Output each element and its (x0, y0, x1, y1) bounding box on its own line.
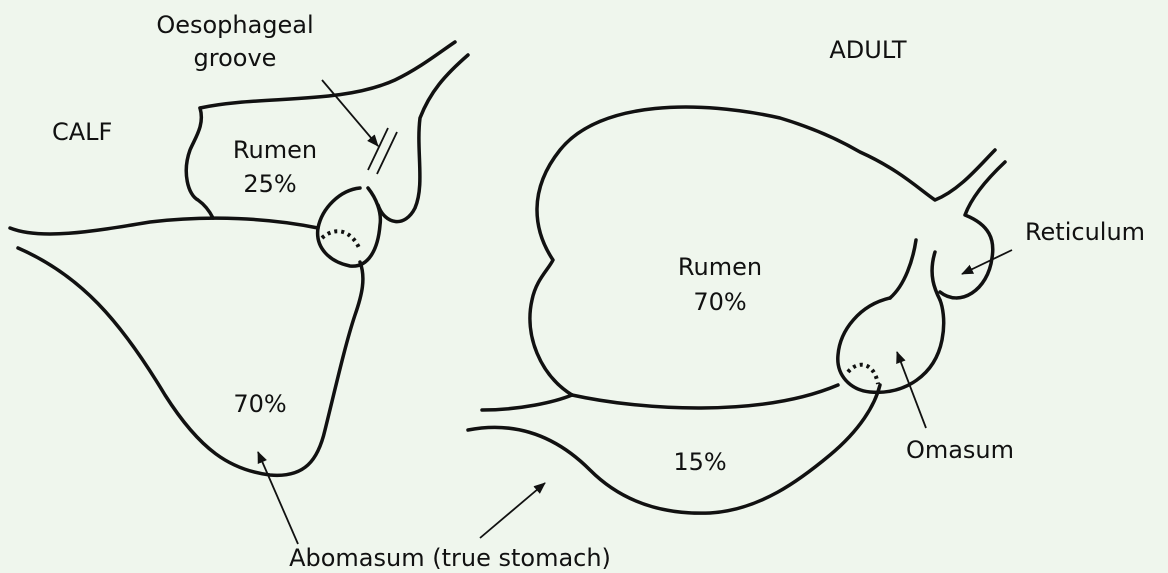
calf-division-line (10, 218, 318, 234)
calf-groove-slash-2 (377, 132, 397, 174)
calf-groove-slash-1 (368, 128, 388, 170)
calf-rumen-percent: 25% (243, 170, 296, 198)
adult-reticulum-arrow (962, 250, 1012, 274)
adult-omasum-outline (838, 298, 944, 392)
adult-rumen-bottom (572, 385, 838, 408)
adult-reticulum-line-1 (890, 240, 916, 298)
adult-diagram (468, 107, 1012, 538)
adult-esophagus-inner (940, 162, 1005, 298)
calf-abomasum-percent: 70% (233, 390, 286, 418)
abomasum-label: Abomasum (true stomach) (289, 544, 611, 572)
calf-abomasum-outline (18, 248, 363, 475)
adult-title: ADULT (829, 36, 907, 64)
oesophageal-groove-label-line2: groove (194, 44, 277, 72)
calf-sphincter-dots (322, 231, 360, 250)
calf-title: CALF (52, 118, 112, 146)
oesophageal-groove-label-line1: Oesophageal (156, 11, 313, 39)
adult-rumen-percent: 70% (693, 288, 746, 316)
adult-abomasum-percent: 15% (673, 448, 726, 476)
calf-abomasum-arrow (258, 452, 298, 544)
calf-rumen-label: Rumen (233, 136, 317, 164)
adult-rumen-outline (530, 107, 995, 395)
calf-rumen-outline (186, 108, 213, 218)
adult-abomasum-arrow (480, 483, 545, 538)
calf-reticulum-outline (318, 188, 381, 266)
omasum-label: Omasum (906, 436, 1014, 464)
adult-rumen-label: Rumen (678, 253, 762, 281)
adult-sphincter-dots (848, 365, 878, 384)
reticulum-label: Reticulum (1025, 218, 1145, 246)
adult-rumen-tail (482, 395, 572, 410)
